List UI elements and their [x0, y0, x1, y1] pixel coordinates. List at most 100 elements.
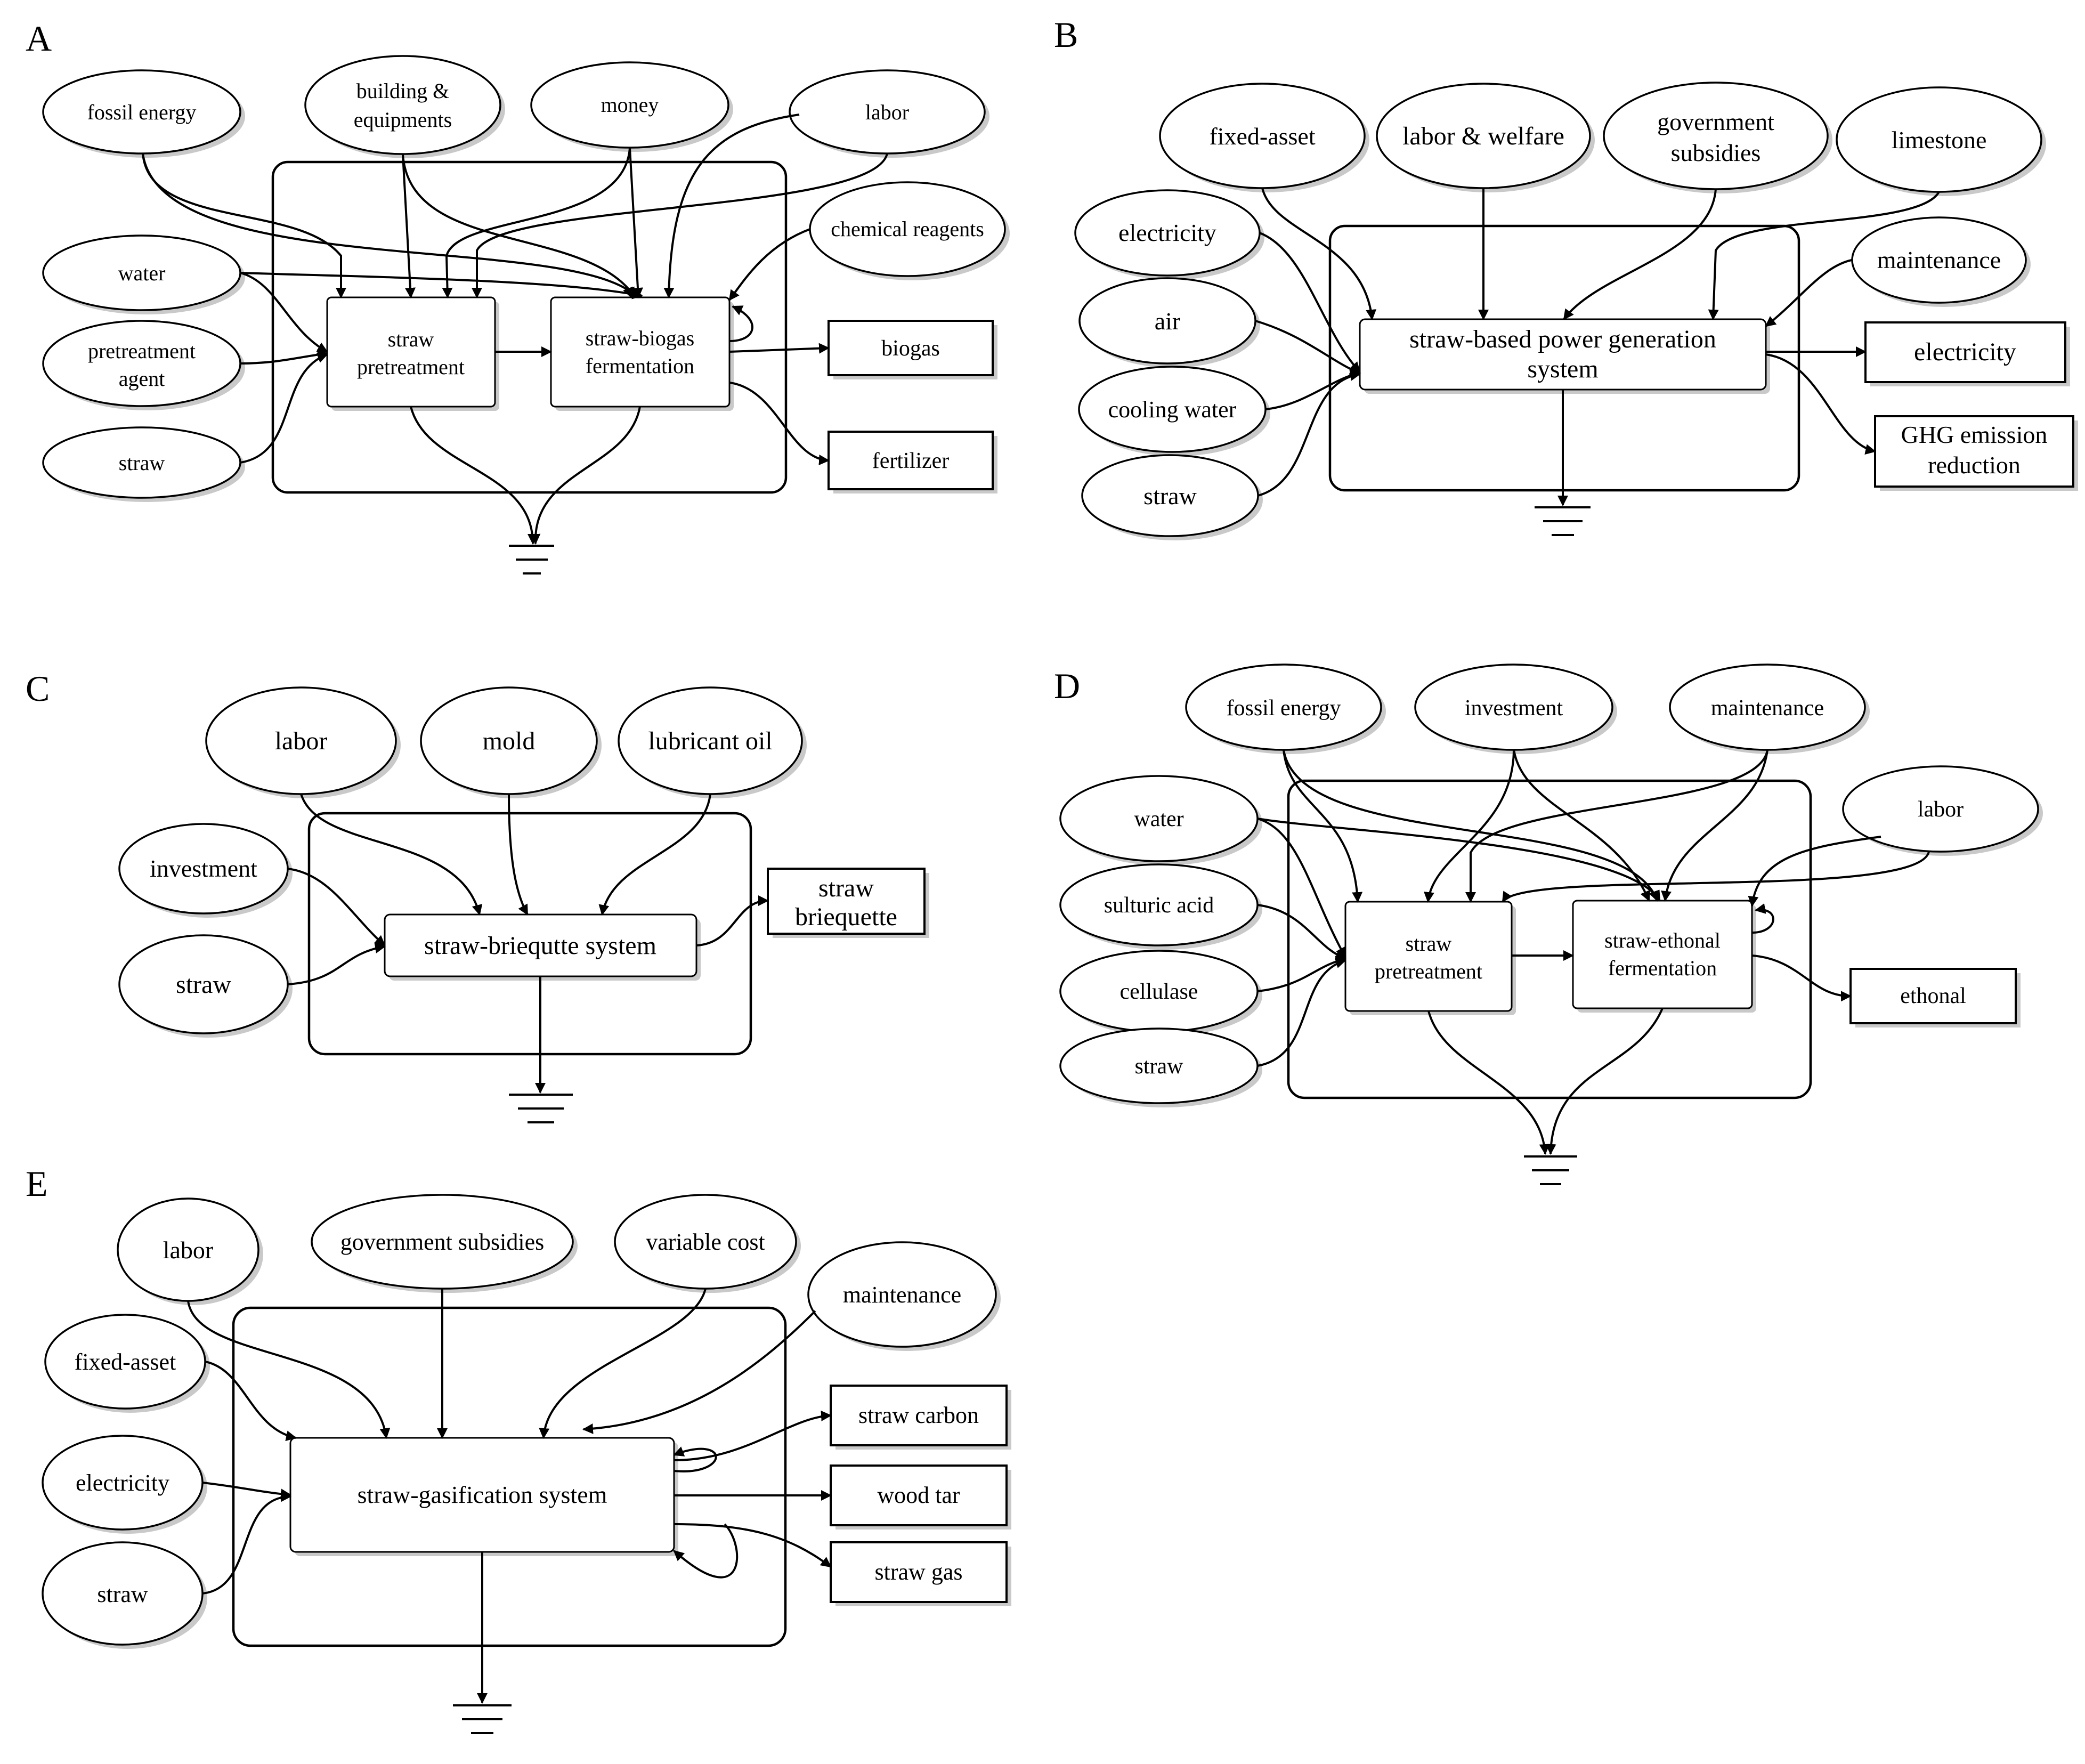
label-line1: straw-ethonal: [1604, 928, 1721, 952]
label: straw carbon: [858, 1402, 979, 1428]
panel-e-input-straw: straw: [42, 1541, 207, 1649]
panel-b-flows: [1255, 188, 1940, 506]
label: wood tar: [877, 1482, 960, 1508]
panel-a-flows: [142, 114, 888, 545]
panel-a-input-chemical-reagents: chemical reagents: [809, 181, 1010, 280]
panel-d-input-fossil-energy: fossil energy: [1185, 663, 1386, 754]
label: maintenance: [1711, 696, 1824, 721]
label: sulturic acid: [1104, 893, 1214, 918]
label-line2: briequette: [795, 903, 897, 931]
label: labor: [865, 100, 909, 124]
label-line2: subsidies: [1671, 139, 1761, 166]
label: labor: [275, 727, 328, 755]
panel-c-input-lubricant-oil: lubricant oil: [618, 686, 807, 798]
panel-e-input-variable-cost: variable cost: [614, 1194, 801, 1293]
panel-e-input-electricity: electricity: [42, 1435, 207, 1534]
panel-e-input-labor: labor: [117, 1197, 263, 1305]
panel-b-input-limestone: limestone: [1836, 86, 2046, 196]
label: money: [601, 93, 659, 117]
panel-d-process-ethonal-fermentation: straw-ethonal fermentation: [1572, 900, 1756, 1013]
label: maintenance: [1877, 246, 2001, 273]
panel-e-output-straw-gas: straw gas: [830, 1541, 1011, 1606]
panel-a-system-boundary: [271, 160, 788, 494]
panel-d-input-straw: straw: [1059, 1027, 1262, 1107]
label-line2: pretreatment: [357, 355, 465, 379]
panel-b-input-electricity: electricity: [1074, 189, 1264, 280]
panel-e-process-gasification-system: straw-gasification system: [289, 1437, 678, 1556]
label: air: [1155, 308, 1181, 335]
panel-e-input-fixed-asset: fixed-asset: [44, 1314, 210, 1413]
panel-c-letter: C: [26, 668, 50, 709]
label: labor: [1918, 797, 1964, 822]
panel-a-output-biogas: biogas: [827, 320, 997, 379]
label: maintenance: [843, 1282, 961, 1308]
panel-e-system-boundary: [232, 1306, 787, 1647]
panel-c-ground-symbol: [509, 1094, 573, 1123]
label-line1: government: [1657, 108, 1774, 135]
label-line2: fermentation: [586, 354, 694, 378]
label: labor: [163, 1236, 214, 1264]
label: investment: [150, 855, 257, 882]
label-line2: fermentation: [1608, 956, 1717, 980]
label: straw-briequtte system: [424, 932, 656, 960]
label: straw: [97, 1581, 148, 1607]
panel-b-output-electricity: electricity: [1864, 321, 2070, 386]
label-line1: straw: [818, 874, 874, 902]
panel-c-input-labor: labor: [205, 686, 401, 798]
panel-d-system-boundary: [1287, 779, 1812, 1099]
label: straw gas: [875, 1559, 963, 1585]
panel-d-input-maintenance: maintenance: [1669, 663, 1870, 754]
panel-b-process-power-generation: straw-based power generation system: [1359, 318, 1770, 394]
panel-d-input-water: water: [1059, 775, 1262, 865]
label: electricity: [1914, 338, 2016, 366]
label: biogas: [881, 336, 940, 361]
panel-b-input-labor-welfare: labor & welfare: [1376, 83, 1595, 192]
panel-c-output-straw-briquette: straw briequette: [767, 868, 929, 938]
label: electricity: [1118, 219, 1216, 246]
label-line2: system: [1527, 355, 1598, 383]
panel-d-output-ethonal: ethonal: [1849, 968, 2021, 1027]
label-line1: building &: [356, 79, 449, 103]
panel-a-input-money: money: [530, 61, 733, 152]
panel-d-flows: [1257, 749, 1930, 1155]
panel-a-ground-symbol: [509, 545, 554, 574]
label: investment: [1465, 696, 1563, 721]
panel-d-ground-symbol: [1524, 1155, 1577, 1185]
panel-b-input-cooling-water: cooling water: [1078, 366, 1270, 456]
panel-e-flows: [187, 1288, 832, 1704]
label-line1: straw-based power generation: [1409, 325, 1716, 353]
label: fertilizer: [872, 449, 950, 473]
panel-b-input-air: air: [1078, 277, 1260, 368]
panel-e-output-wood-tar: wood tar: [830, 1464, 1011, 1530]
label: straw: [1135, 1054, 1184, 1079]
label: water: [1134, 807, 1183, 831]
panel-a-input-fossil-energy: fossil energy: [42, 69, 245, 158]
panel-c-input-mold: mold: [420, 686, 602, 798]
panel-a-input-building-equipments: building & equipments: [304, 55, 505, 158]
panel-a-letter: A: [26, 18, 52, 59]
panel-a-input-water: water: [42, 234, 245, 314]
label: chemical reagents: [831, 217, 984, 241]
label: straw: [1143, 482, 1197, 509]
panel-a-process-biogas-fermentation: straw-biogas fermentation: [550, 296, 734, 411]
panel-b-input-straw: straw: [1081, 454, 1263, 540]
panel-e: E labor government subsidies variable co…: [26, 1163, 1011, 1734]
label: straw: [119, 451, 165, 475]
panel-c-input-investment: investment: [118, 823, 293, 918]
panel-c-system-boundary: [307, 812, 752, 1056]
panel-e-ground-symbol: [453, 1704, 512, 1734]
panel-b-output-ghg-reduction: GHG emission reduction: [1874, 415, 2078, 491]
label: fixed-asset: [75, 1349, 176, 1375]
label: variable cost: [646, 1229, 765, 1255]
label-line1: straw: [1406, 932, 1452, 956]
panel-c: C labor mold lubricant oil investment st…: [26, 668, 929, 1123]
panel-e-letter: E: [26, 1163, 48, 1204]
panel-a-process-straw-pretreatment: straw pretreatment: [326, 296, 499, 411]
label: mold: [483, 727, 536, 755]
label: limestone: [1892, 126, 1987, 153]
panel-b-letter: B: [1054, 14, 1078, 55]
label-line1: GHG emission: [1901, 421, 2048, 448]
label-line2: equipments: [354, 108, 452, 132]
panel-a-input-straw: straw: [42, 426, 245, 502]
panel-a: A fossil energy building & equipments mo…: [26, 18, 1010, 574]
